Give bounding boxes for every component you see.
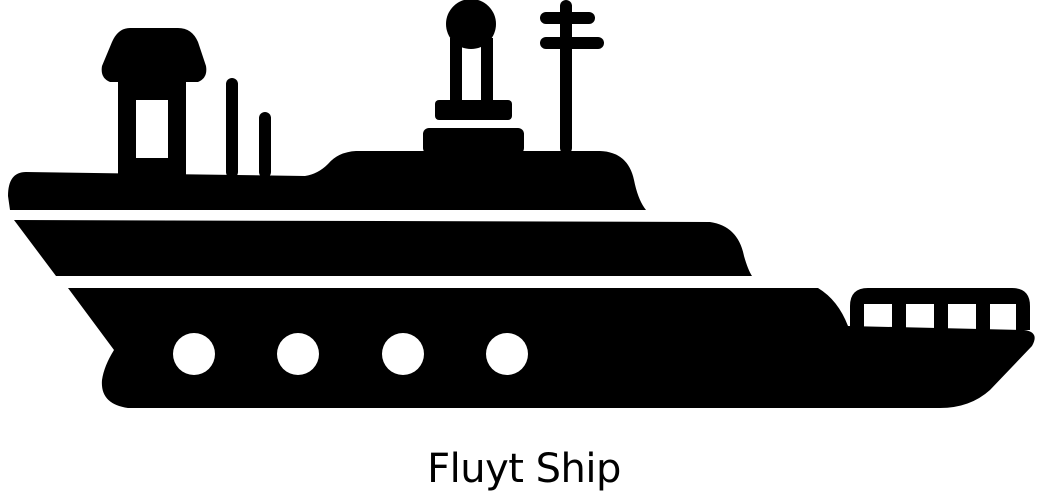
lower-hull [68,288,1035,408]
porthole [486,333,528,375]
bridge-base [423,128,524,154]
radome-left-leg [450,38,462,104]
cabin-right-post [168,80,186,180]
mast-yard-lower [540,37,604,49]
cabin-left-post [118,80,136,180]
radome [446,0,496,49]
post-short [259,112,271,178]
cabin-roof [101,28,207,82]
post-tall [226,78,238,178]
stern-railing [850,288,1030,330]
caption-label: Fluyt Ship [427,446,621,492]
porthole [382,333,424,375]
bridge-platform [435,100,512,120]
porthole [173,333,215,375]
porthole [277,333,319,375]
cabin-sill [118,158,186,178]
middle-hull [14,220,752,276]
radome-right-leg [481,38,493,104]
cabin-lintel [118,80,186,100]
ship-icon [8,0,1035,408]
upper-deck [8,151,646,210]
mast-yard-upper [540,12,595,24]
